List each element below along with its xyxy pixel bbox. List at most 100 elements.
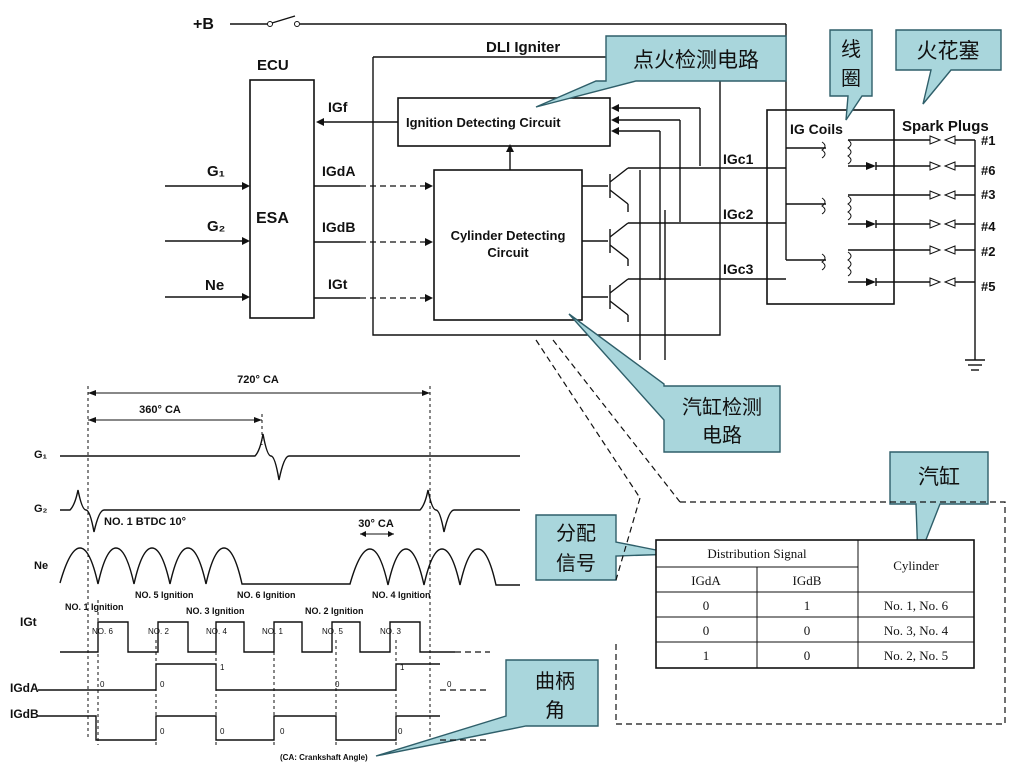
- svg-text:曲柄: 曲柄: [535, 669, 575, 693]
- table-col-cylinder: Cylinder: [893, 558, 939, 573]
- table-cell: 1: [804, 598, 811, 613]
- plug-6: #6: [981, 163, 995, 178]
- igc2: IGc2: [723, 206, 754, 222]
- plug-5: #5: [981, 279, 995, 294]
- waveform-igt: [60, 621, 455, 653]
- ecu-inputs: G₁ G₂ Ne: [165, 163, 250, 301]
- svg-text:0: 0: [280, 727, 285, 736]
- plug-3: #3: [981, 187, 995, 202]
- svg-text:NO. 3: NO. 3: [380, 627, 401, 636]
- svg-text:线: 线: [841, 37, 861, 61]
- esa-label: ESA: [256, 210, 289, 227]
- table-cell: No. 2, No. 5: [884, 648, 948, 663]
- spark-plugs-title: Spark Plugs: [902, 118, 989, 135]
- input-ne: Ne: [205, 277, 224, 294]
- distribution-table: Distribution Signal IGdA IGdB Cylinder 0…: [655, 539, 975, 669]
- svg-text:0: 0: [160, 680, 165, 689]
- svg-text:1: 1: [220, 663, 225, 672]
- svg-text:NO. 4: NO. 4: [206, 627, 227, 636]
- igniter-title: DLI Igniter: [486, 39, 560, 56]
- svg-text:火花塞: 火花塞: [917, 39, 980, 63]
- ig-coils-box: [766, 109, 895, 305]
- table-header-group: Distribution Signal: [707, 546, 807, 561]
- svg-text:角: 角: [545, 698, 565, 722]
- driver-transistors: [582, 167, 700, 360]
- row-g1: G₁: [34, 449, 48, 461]
- svg-text:0: 0: [100, 680, 105, 689]
- plug-2: #2: [981, 244, 995, 259]
- ignition-5: NO. 5 Ignition: [135, 590, 194, 600]
- svg-text:NO. 6: NO. 6: [92, 627, 113, 636]
- igc1: IGc1: [723, 151, 754, 167]
- signal-igda: IGdA: [322, 163, 355, 179]
- table-col-igdb: IGdB: [793, 573, 822, 588]
- ecu-box: [249, 79, 315, 319]
- signal-igf: IGf: [328, 99, 348, 115]
- table-col-igda: IGdA: [691, 573, 721, 588]
- igniter-box: [372, 56, 721, 336]
- svg-text:信号: 信号: [556, 551, 596, 575]
- callout-cylinder: 汽缸: [889, 451, 989, 561]
- table-cell: No. 3, No. 4: [884, 623, 949, 638]
- btdc-label: NO. 1 BTDC 10°: [104, 516, 186, 528]
- table-cell: 0: [804, 623, 811, 638]
- ecu-title: ECU: [257, 57, 289, 74]
- timing-spans: 720° CA 360° CA 30° CA: [87, 374, 431, 740]
- row-igda: IGdA: [10, 681, 39, 695]
- ignition-detecting-box: [397, 97, 611, 147]
- ca-footnote: (CA: Crankshaft Angle): [280, 753, 368, 762]
- row-igt: IGt: [20, 615, 37, 629]
- signal-igt: IGt: [328, 276, 348, 292]
- ignition-labels: NO. 1 Ignition NO. 5 Ignition NO. 3 Igni…: [65, 590, 431, 616]
- signal-igdb: IGdB: [322, 219, 355, 235]
- callout-ignition-detecting: 点火检测电路: [535, 35, 787, 108]
- table-cell: 0: [804, 648, 811, 663]
- row-g2: G₂: [34, 503, 48, 515]
- callout-spark-plug: 火花塞: [895, 29, 1002, 105]
- svg-text:0: 0: [220, 727, 225, 736]
- ignition-4: NO. 4 Ignition: [372, 590, 431, 600]
- cylinder-detecting-label-1: Cylinder Detecting: [451, 228, 566, 243]
- supply-label: +B: [193, 16, 214, 33]
- igt-tags: NO. 6 NO. 2 NO. 4 NO. 1 NO. 5 NO. 3: [92, 627, 401, 636]
- svg-text:NO. 1: NO. 1: [262, 627, 283, 636]
- callout-cylinder-detecting: 汽缸检测 电路: [568, 313, 781, 453]
- cylinder-detecting-label-2: Circuit: [487, 245, 529, 260]
- callout-distribution: 分配 信号: [535, 514, 677, 581]
- waveform-g1: [60, 433, 520, 481]
- igc3: IGc3: [723, 261, 754, 277]
- ig-coils-title: IG Coils: [790, 121, 843, 137]
- table-cell: 1: [703, 648, 710, 663]
- callout-coil: 线 圈: [829, 29, 873, 121]
- waveform-g2: [60, 489, 520, 533]
- svg-text:点火检测电路: 点火检测电路: [633, 48, 759, 72]
- row-ne: Ne: [34, 560, 48, 572]
- svg-text:0: 0: [447, 680, 452, 689]
- coil-signal-lines: IGc1 IGc2 IGc3: [700, 151, 786, 280]
- svg-text:NO. 5: NO. 5: [322, 627, 343, 636]
- ecu-signals: IGf IGdA IGdB IGt: [314, 99, 433, 302]
- table-cell: No. 1, No. 6: [884, 598, 949, 613]
- input-g2: G₂: [207, 218, 225, 235]
- spark-plugs: [929, 135, 985, 371]
- waveform-ne: [59, 547, 520, 586]
- ignition-detecting-label: Ignition Detecting Circuit: [406, 115, 561, 130]
- svg-text:0: 0: [160, 727, 165, 736]
- plug-1: #1: [981, 133, 995, 148]
- svg-text:汽缸检测: 汽缸检测: [682, 395, 762, 419]
- svg-text:NO. 2: NO. 2: [148, 627, 169, 636]
- input-g1: G₁: [207, 163, 225, 180]
- svg-text:电路: 电路: [702, 423, 742, 447]
- svg-text:0: 0: [398, 727, 403, 736]
- ignition-6: NO. 6 Ignition: [237, 590, 296, 600]
- ignition-1: NO. 1 Ignition: [65, 602, 124, 612]
- span-360: 360° CA: [139, 404, 181, 416]
- table-cell: 0: [703, 598, 710, 613]
- svg-text:分配: 分配: [556, 521, 596, 545]
- coil-windings: [785, 112, 930, 286]
- callout-crank-angle: 曲柄 角: [375, 659, 599, 757]
- cylinder-detecting-box: [433, 169, 583, 321]
- plug-4: #4: [981, 219, 996, 234]
- svg-text:汽缸: 汽缸: [918, 465, 960, 489]
